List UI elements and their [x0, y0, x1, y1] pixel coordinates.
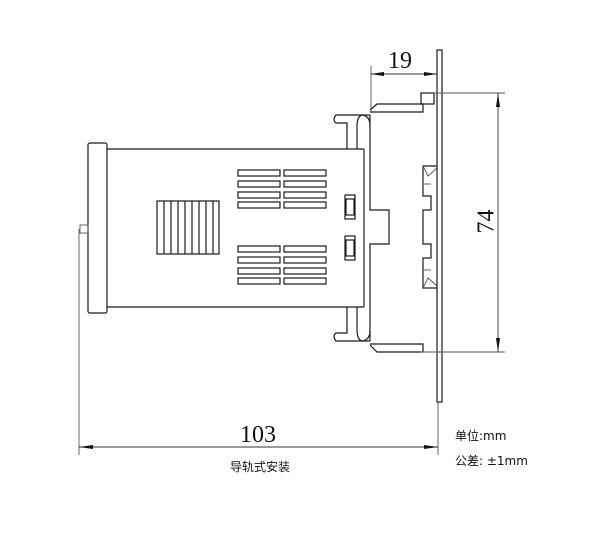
dimension-19 — [370, 66, 437, 112]
horizontal-vent-slots-lower — [237, 245, 327, 285]
dimension-19-label: 19 — [388, 48, 412, 74]
vertical-vent-slots — [156, 200, 220, 255]
lower-hook — [333, 307, 371, 342]
upper-hook — [333, 114, 371, 149]
drawing-title: 导轨式安装 — [229, 460, 290, 474]
unit-note: 单位:mm — [455, 429, 507, 443]
latch-windows — [344, 194, 356, 261]
horizontal-vent-slots-upper — [237, 169, 327, 209]
din-rail-plate — [436, 49, 443, 403]
main-housing — [107, 148, 365, 308]
dimension-103-label: 103 — [240, 422, 276, 448]
rail-adapter — [369, 92, 438, 353]
front-bezel — [79, 142, 108, 314]
dimension-103 — [78, 229, 439, 455]
dimension-74-label: 74 — [473, 209, 500, 234]
tolerance-note: 公差: ±1mm — [455, 454, 528, 468]
dimension-74 — [420, 92, 505, 353]
